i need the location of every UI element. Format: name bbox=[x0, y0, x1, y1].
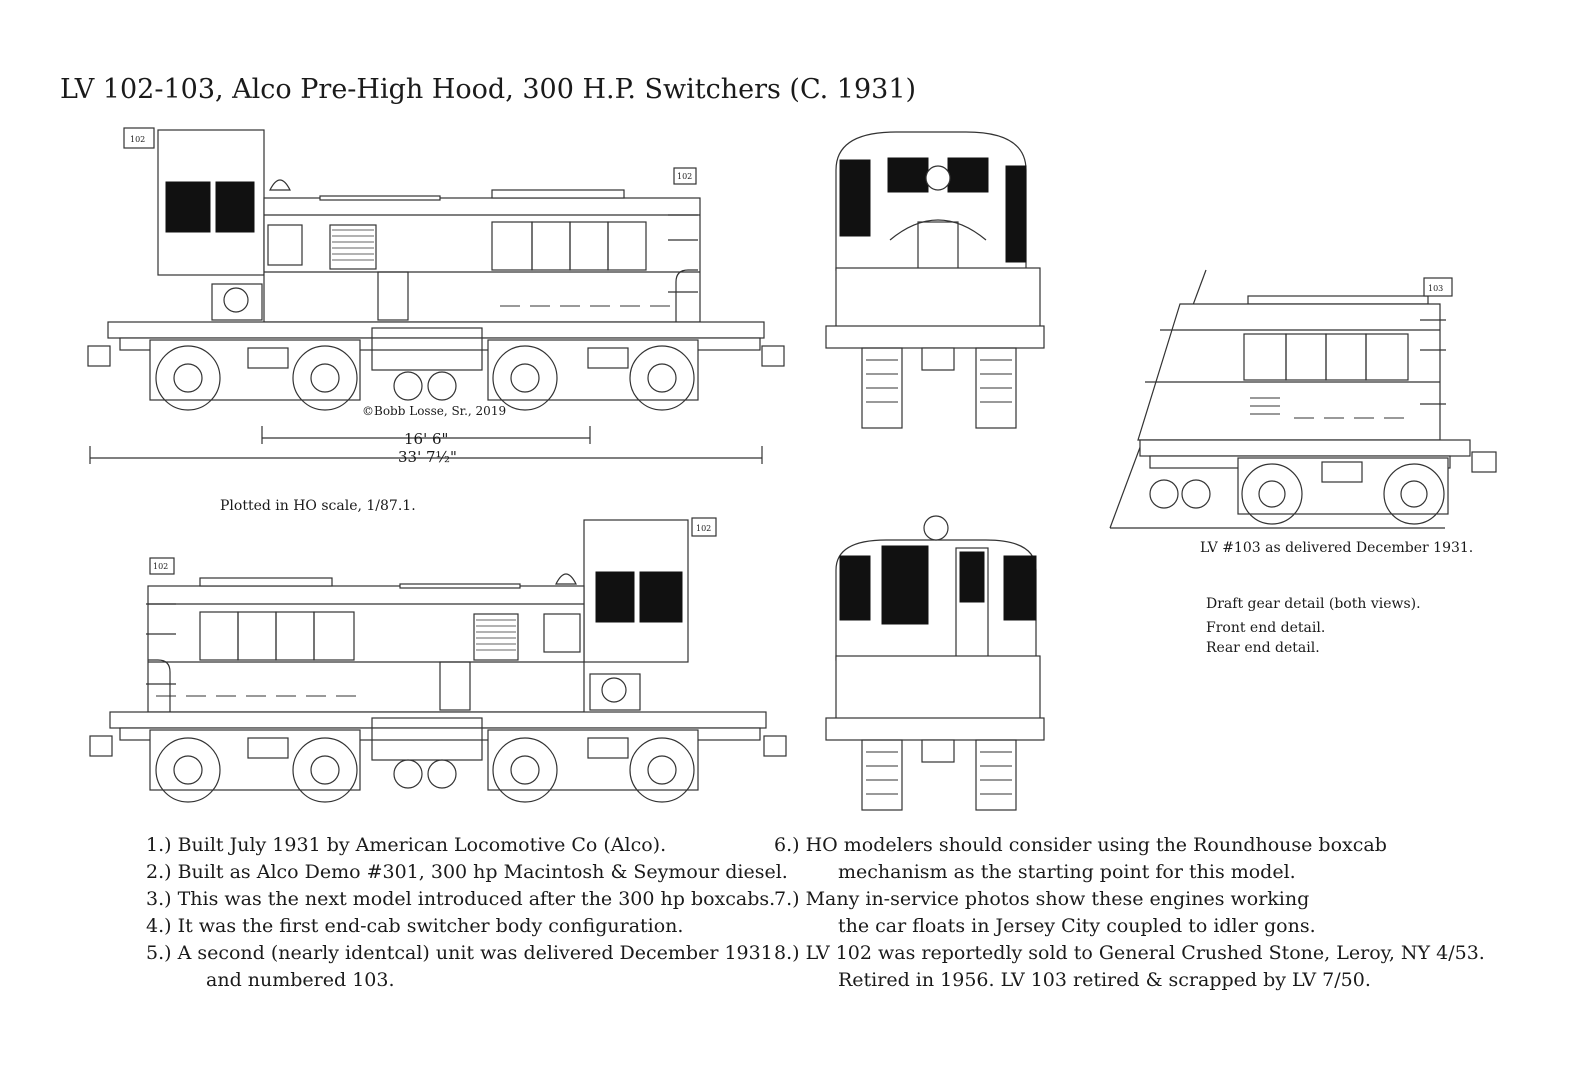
note-item: 6.) HO modelers should consider using th… bbox=[774, 834, 1387, 856]
svg-text:102: 102 bbox=[677, 172, 692, 181]
notes-right: 6.) HO modelers should consider using th… bbox=[774, 832, 1485, 994]
note-item-continuation: mechanism as the starting point for this… bbox=[838, 861, 1296, 883]
note-item: 8.) LV 102 was reportedly sold to Genera… bbox=[774, 942, 1485, 964]
note-item: 7.) Many in-service photos show these en… bbox=[774, 888, 1310, 910]
end-view-cab bbox=[825, 515, 1045, 811]
number-board-text: 102 bbox=[130, 135, 145, 144]
detail-note-front-end: Front end detail. bbox=[1206, 620, 1326, 636]
side-view-cab-right: 102 102 bbox=[89, 517, 787, 803]
detail-note-draft-gear: Draft gear detail (both views). bbox=[1206, 596, 1421, 612]
end-view-hood bbox=[825, 131, 1045, 429]
note-item-continuation: Retired in 1956. LV 103 retired & scrapp… bbox=[838, 969, 1371, 991]
note-item: 1.) Built July 1931 by American Locomoti… bbox=[146, 834, 667, 856]
diagram-title: LV 102-103, Alco Pre-High Hood, 300 H.P.… bbox=[60, 74, 917, 105]
note-item: 3.) This was the next model introduced a… bbox=[146, 888, 776, 910]
side-view-cab-left: 102 102 bbox=[87, 127, 785, 464]
svg-text:102: 102 bbox=[696, 524, 711, 533]
lv103-number-text: 103 bbox=[1428, 284, 1443, 293]
svg-text:102: 102 bbox=[153, 562, 168, 571]
copyright-label: ©Bobb Losse, Sr., 2019 bbox=[362, 404, 507, 418]
notes-left: 1.) Built July 1931 by American Locomoti… bbox=[146, 832, 788, 994]
note-item: 2.) Built as Alco Demo #301, 300 hp Maci… bbox=[146, 861, 788, 883]
lv103-caption: LV #103 as delivered December 1931. bbox=[1200, 540, 1474, 556]
dimension-truck-centers: 16' 6" bbox=[404, 430, 449, 448]
note-item-continuation: and numbered 103. bbox=[206, 969, 395, 991]
dimension-overall-length: 33' 7½" bbox=[398, 448, 457, 466]
note-item: 5.) A second (nearly identcal) unit was … bbox=[146, 942, 773, 964]
note-item: 4.) It was the first end-cab switcher bo… bbox=[146, 915, 684, 937]
note-item-continuation: the car floats in Jersey City coupled to… bbox=[838, 915, 1316, 937]
scale-note: Plotted in HO scale, 1/87.1. bbox=[220, 498, 416, 514]
lv103-detail-view: 103 bbox=[1109, 269, 1497, 529]
detail-note-rear-end: Rear end detail. bbox=[1206, 640, 1320, 656]
